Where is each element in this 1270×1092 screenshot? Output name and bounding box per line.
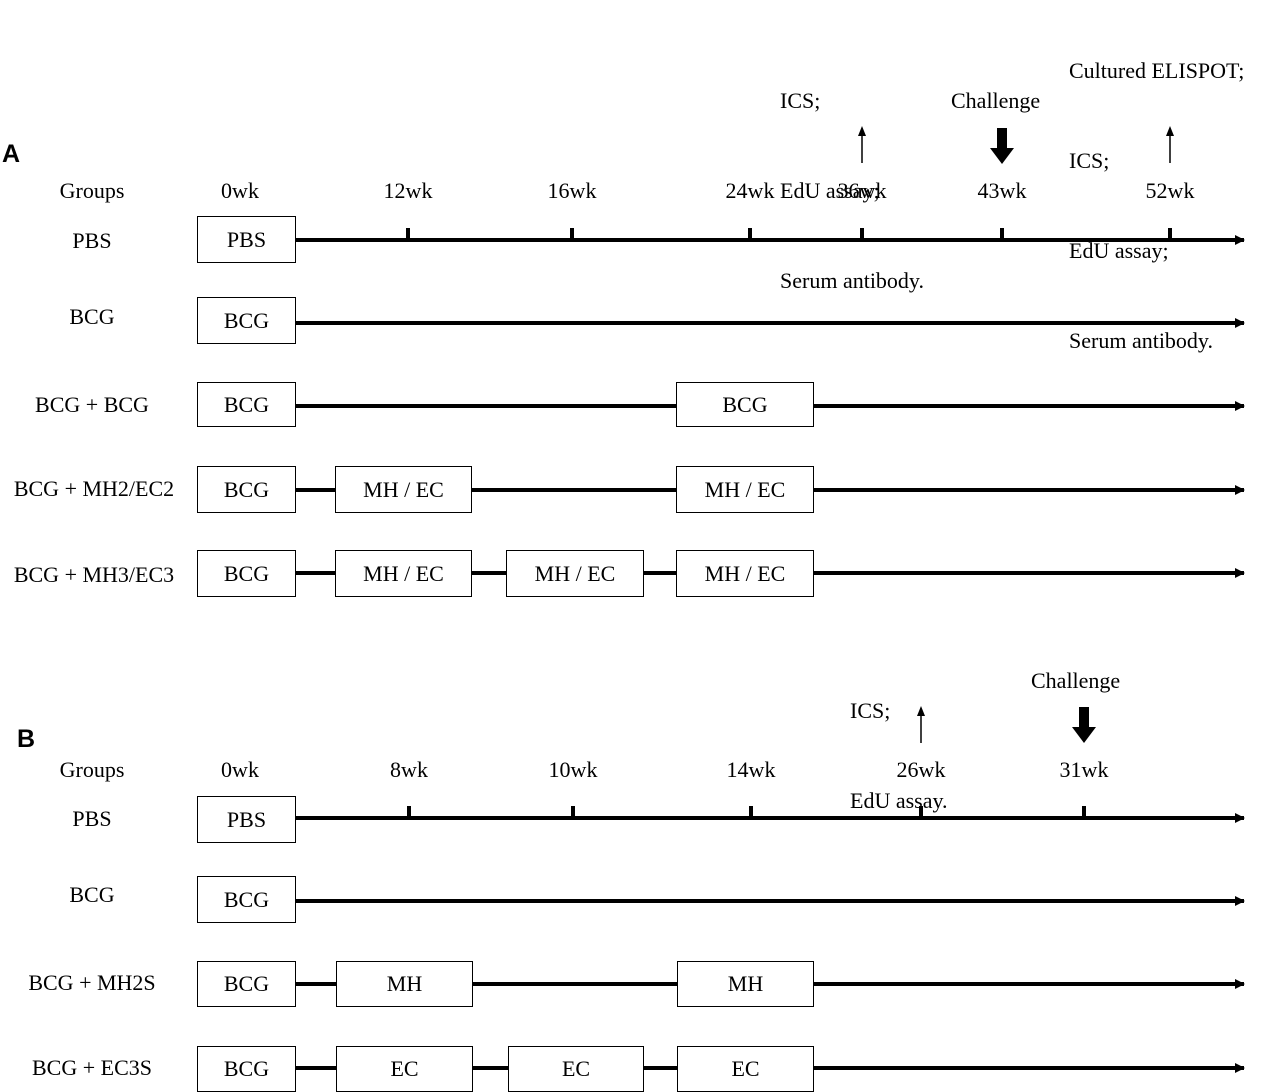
group-label-a-mh2ec2: BCG + MH2/EC2 [13,476,175,501]
panel-label-a: A [2,140,21,168]
tick-label-b: 14wk [726,757,776,782]
annotation-line: Cultured ELISPOT; [1069,58,1245,83]
group-label-b-bcg: BCG [69,882,115,907]
annotation-a-52wk: Cultured ELISPOT; ICS; EdU assay; Serum … [1069,0,1244,386]
tick-label-b: 0wk [221,757,259,782]
tick-label-a: 43wk [977,178,1027,203]
annotation-a-challenge: Challenge [951,88,1041,113]
vaccine-box-ec: EC [508,1046,644,1092]
annotation-line: EdU assay. [850,788,948,813]
vaccine-box-bcg: BCG [197,961,296,1007]
vaccine-box-bcg: BCG [197,466,296,513]
group-label-a-bcg-bcg: BCG + BCG [35,392,149,417]
vaccine-box-ec: EC [336,1046,473,1092]
vaccine-box-bcg: BCG [197,550,296,597]
annotation-line: Serum antibody. [1069,328,1213,353]
annotation-line: EdU assay; [780,178,880,203]
challenge-arrow-b [1072,707,1096,743]
vaccine-box-bcg: BCG [197,1046,296,1092]
tick-label-a: 36wk [837,178,887,203]
annotation-line: Serum antibody. [780,268,924,293]
groups-header-b: Groups [59,757,125,782]
group-label-b-ec3s: BCG + EC3S [32,1055,152,1080]
tick-label-a: 16wk [547,178,597,203]
vaccine-box-mh-ec: MH / EC [335,466,472,513]
vaccine-box-mh-ec: MH / EC [676,466,814,513]
tick-label-a: 0wk [221,178,259,203]
groups-header-a: Groups [59,178,125,203]
annotation-line: ICS; [850,698,891,723]
vaccine-box-bcg: BCG [197,876,296,923]
group-label-b-pbs: PBS [72,806,112,831]
vaccine-box-pbs: PBS [197,216,296,263]
panel-label-b: B [17,725,36,753]
vaccine-box-bcg: BCG [197,382,296,427]
vaccine-box-bcg-boost: BCG [676,382,814,427]
annotation-b-challenge: Challenge [1031,668,1121,693]
group-label-a-bcg: BCG [69,304,115,329]
vaccine-box-mh-ec: MH / EC [676,550,814,597]
annotation-line: ICS; [1069,148,1110,173]
vaccine-box-mh: MH [336,961,473,1007]
tick-label-b: 10wk [548,757,598,782]
annotation-a-36wk: ICS; EdU assay; Serum antibody. [780,26,924,326]
annotation-line: EdU assay; [1069,238,1169,263]
tick-label-b: 8wk [390,757,428,782]
vaccine-box-ec: EC [677,1046,814,1092]
annotation-b-26wk: ICS; EdU assay. [850,636,948,846]
tick-label-b: 26wk [896,757,946,782]
annotation-line: ICS; [780,88,821,113]
tick-label-b: 31wk [1059,757,1109,782]
vaccine-box-pbs: PBS [197,796,296,843]
challenge-arrow-a [990,128,1014,164]
vaccine-box-mh-ec: MH / EC [506,550,644,597]
group-label-b-mh2s: BCG + MH2S [28,970,156,995]
tick-label-a: 52wk [1145,178,1195,203]
tick-label-a: 12wk [383,178,433,203]
tick-label-a: 24wk [725,178,775,203]
vaccine-box-mh: MH [677,961,814,1007]
vaccine-box-bcg: BCG [197,297,296,344]
group-label-a-pbs: PBS [72,228,112,253]
vaccine-box-mh-ec: MH / EC [335,550,472,597]
group-label-a-mh3ec3: BCG + MH3/EC3 [13,562,175,587]
